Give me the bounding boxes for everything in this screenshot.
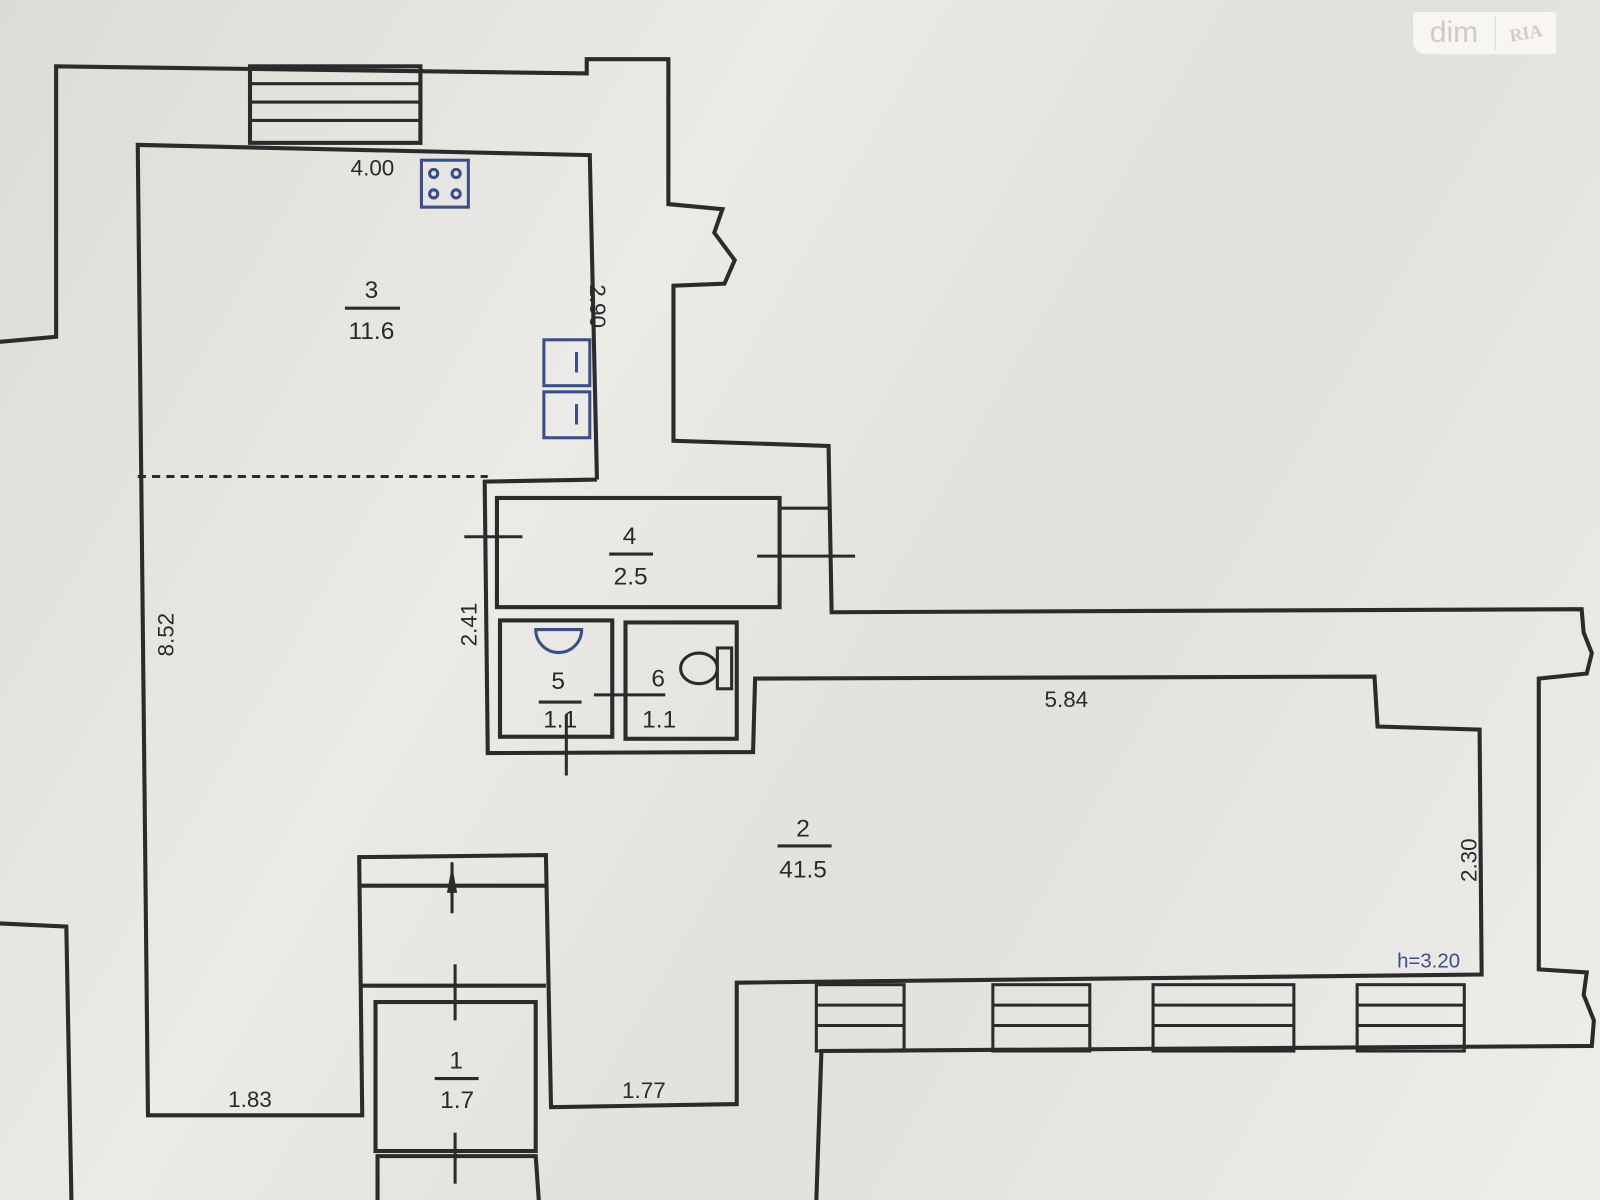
dimension-label: 2.41	[457, 603, 482, 647]
svg-text:1: 1	[449, 1047, 463, 1074]
sink-icon	[542, 338, 592, 440]
room-4-label: 42.5	[609, 523, 654, 591]
stove-icon	[419, 158, 470, 209]
dimension-label: 1.83	[228, 1087, 272, 1112]
svg-text:6: 6	[651, 666, 665, 693]
svg-text:1.7: 1.7	[440, 1087, 474, 1114]
svg-text:1.1: 1.1	[642, 707, 676, 734]
outer-wall-lower-left	[0, 921, 74, 1200]
dimension-label: 8.52	[153, 613, 178, 657]
svg-text:3: 3	[365, 277, 379, 304]
entrance	[359, 862, 546, 1200]
room-1-label: 11.7	[434, 1047, 479, 1114]
svg-text:5: 5	[551, 668, 565, 695]
washbasin-icon	[534, 628, 584, 655]
room-5-label: 51.1	[538, 668, 582, 734]
svg-text:41.5: 41.5	[779, 857, 827, 884]
svg-text:2: 2	[796, 816, 810, 843]
svg-text:1.1: 1.1	[543, 707, 577, 734]
stairs-top	[247, 64, 423, 145]
room-2-label: 241.5	[777, 816, 832, 884]
dimension-label: 4.00	[351, 156, 395, 181]
room-4-walls	[494, 495, 782, 610]
room-6-label: 61.1	[642, 666, 676, 734]
room-6-walls	[623, 620, 739, 741]
dimension-label: 5.84	[1044, 687, 1088, 712]
room-5-walls	[497, 618, 615, 739]
svg-text:2.5: 2.5	[614, 564, 648, 591]
logo-ria: RIA	[1507, 19, 1544, 46]
dimension-label: 2.90	[585, 284, 610, 328]
dimension-label: 2.30	[1457, 838, 1482, 882]
watermark-logo: dim RIA	[1413, 12, 1556, 54]
dimension-label: 1.77	[622, 1078, 666, 1103]
outer-wall	[0, 57, 1596, 1200]
windows	[814, 983, 1466, 1053]
svg-text:4: 4	[623, 523, 637, 550]
room-3-label: 311.6	[344, 277, 400, 345]
logo-dim: dim	[1413, 16, 1496, 50]
inner-wall	[135, 142, 1484, 1118]
svg-text:11.6: 11.6	[349, 318, 395, 345]
toilet-icon	[679, 646, 734, 691]
ceiling-height-label: h=3.20	[1397, 950, 1460, 972]
